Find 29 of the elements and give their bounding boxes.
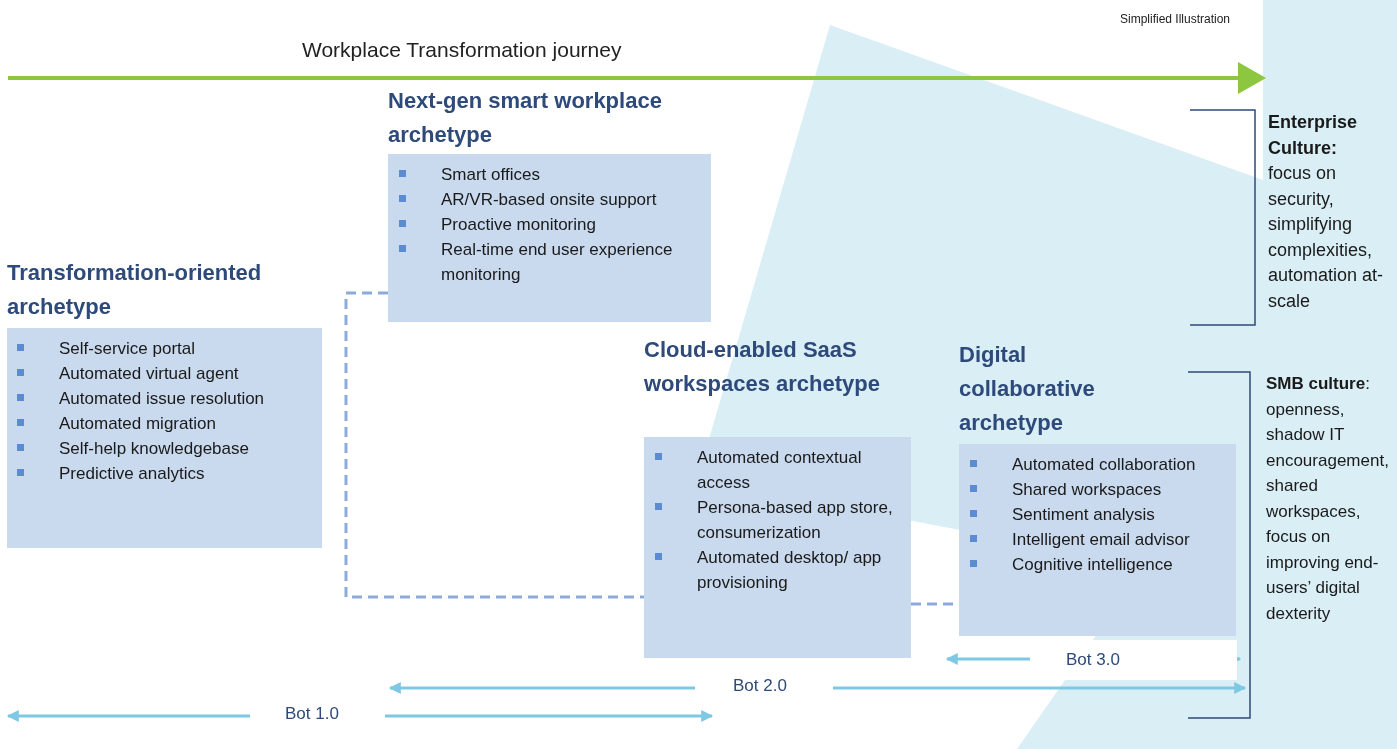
text-label: Bot 2.0 bbox=[733, 675, 787, 697]
bullet-text: Self-help knowledgebase bbox=[59, 439, 249, 458]
bullet-text: Self-service portal bbox=[59, 339, 196, 358]
dashed-connector bbox=[344, 291, 644, 599]
archetype-heading: Cloud-enabled SaaS workspaces archetype bbox=[644, 336, 882, 398]
text-label: Bot 1.0 bbox=[285, 703, 339, 725]
text-label: SMB culture: openness, shadow IT encouragement, shared workspaces, focus on improving end-users’ digital dexterity bbox=[1266, 373, 1390, 625]
bullet-text: Sentiment analysis bbox=[1012, 505, 1155, 524]
bullet-text: Smart offices bbox=[441, 165, 540, 184]
bullet-text: Automated virtual agent bbox=[59, 364, 239, 383]
bullet-text: Persona-based app store, consumerization bbox=[697, 498, 893, 542]
bullet-text: Real-time end user experience monitoring bbox=[441, 240, 673, 284]
bullet-text: AR/VR-based onsite support bbox=[441, 190, 657, 209]
bullet-text: Intelligent email advisor bbox=[1012, 530, 1190, 549]
bullet-text: Automated desktop/ app provisioning bbox=[697, 548, 882, 592]
bullet-text: Automated issue resolution bbox=[59, 389, 265, 408]
bullet-text: Automated contextual access bbox=[697, 448, 862, 492]
text-label: Simplified Illustration bbox=[1120, 12, 1231, 27]
bullet-text: Automated collaboration bbox=[1012, 455, 1196, 474]
archetype-heading: Next-gen smart workplace archetype bbox=[388, 87, 663, 149]
bullet-text: Predictive analytics bbox=[59, 464, 205, 483]
bullet-text: Proactive monitoring bbox=[441, 215, 596, 234]
bullet-text: Cognitive intelligence bbox=[1012, 555, 1173, 574]
bullet-text: Shared workspaces bbox=[1012, 480, 1162, 499]
text-label: Workplace Transformation journey bbox=[302, 37, 622, 63]
bullet-text: Automated migration bbox=[59, 414, 216, 433]
text-label: Enterprise Culture: focus on security, simplifying complexities, automation at-scale bbox=[1268, 111, 1384, 313]
archetype-heading: Digital collaborative archetype bbox=[959, 341, 1096, 437]
archetype-heading: Transformation-oriented archetype bbox=[7, 259, 263, 321]
